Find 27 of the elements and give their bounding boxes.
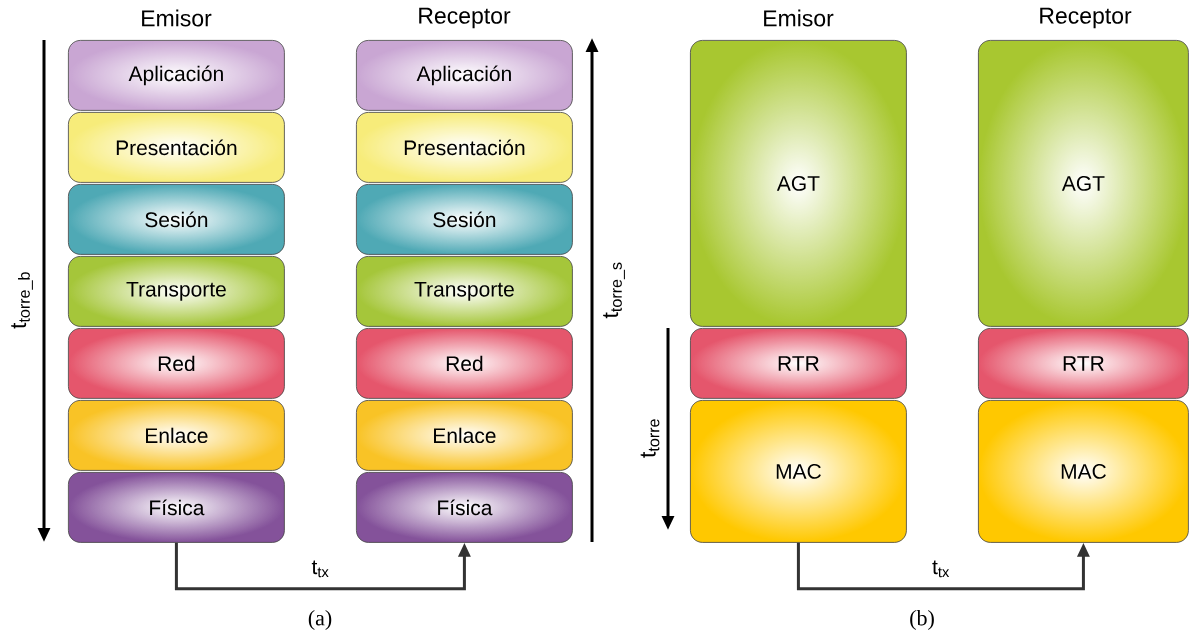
edge-label: t$_{tx}$ — [932, 560, 950, 578]
edge-label: t$_{tx}$ — [311, 560, 329, 578]
layer-box: Transporte — [356, 256, 573, 327]
layer-box: Física — [356, 472, 573, 543]
layer-box: Red — [356, 328, 573, 399]
layer-box: Presentación — [68, 112, 285, 183]
layer-box: AGT — [978, 40, 1189, 327]
layer-box: MAC — [690, 400, 907, 543]
layer-box: Sesión — [356, 184, 573, 255]
panel-caption: (b) — [910, 610, 934, 630]
layer-box: Aplicación — [68, 40, 285, 111]
layer-box: Transporte — [68, 256, 285, 327]
layer-box: AGT — [690, 40, 907, 327]
layer-box: Red — [68, 328, 285, 399]
time-label: t$_{torre_b}$ — [11, 272, 33, 329]
time-label: t$_{torre}$ — [640, 419, 660, 458]
layer-box: Sesión — [68, 184, 285, 255]
time-label: t$_{torre_s}$ — [603, 262, 625, 319]
panel-caption: (a) — [308, 610, 332, 630]
layer-box: RTR — [690, 328, 907, 399]
layer-box: Enlace — [68, 400, 285, 471]
layer-box: Presentación — [356, 112, 573, 183]
layer-box: MAC — [978, 400, 1189, 543]
layer-box: RTR — [978, 328, 1189, 399]
layer-box: Aplicación — [356, 40, 573, 111]
layer-box: Física — [68, 472, 285, 543]
layer-box: Enlace — [356, 400, 573, 471]
